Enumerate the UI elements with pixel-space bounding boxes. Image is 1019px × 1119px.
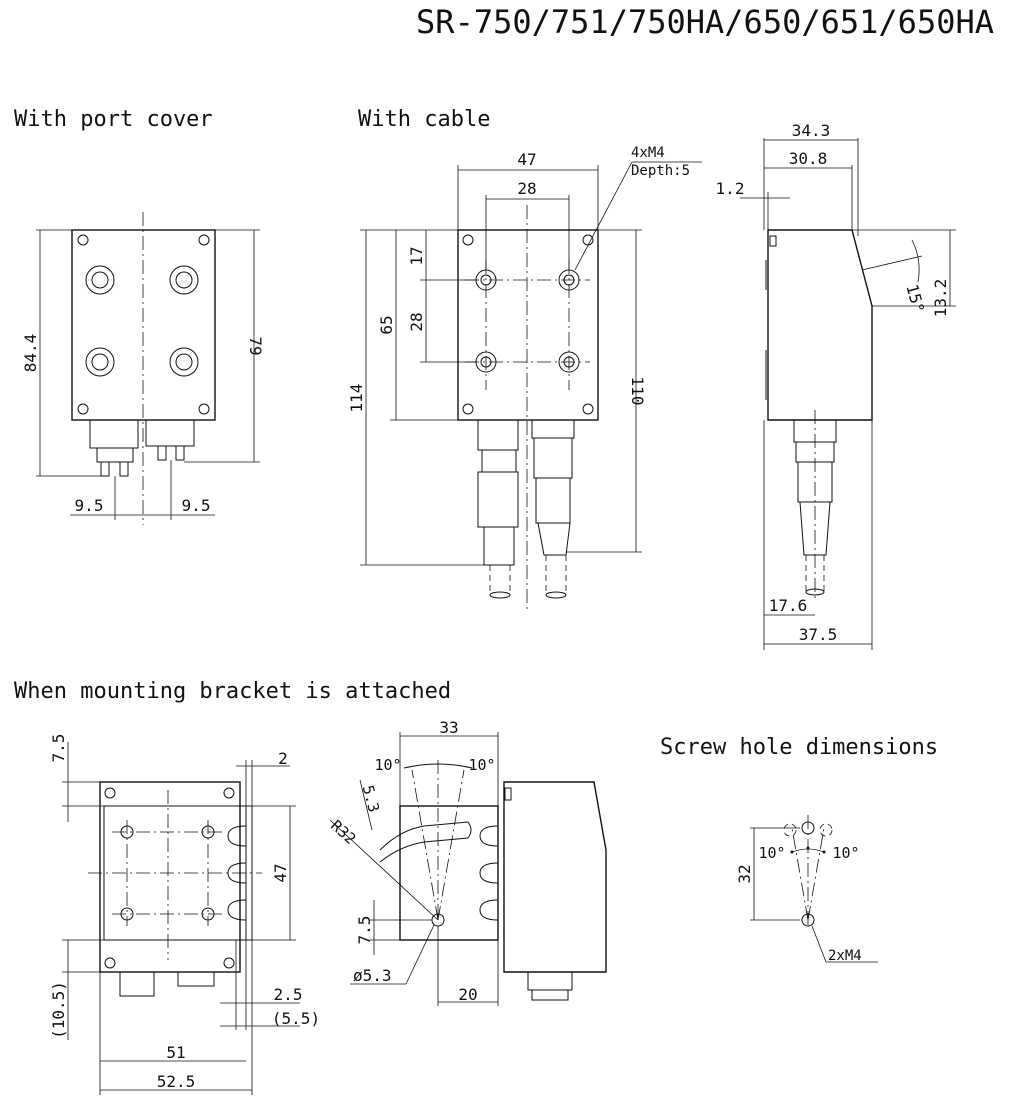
dim-width-outer: 52.5 [157, 1072, 196, 1091]
dim-bottom-width: 37.5 [799, 625, 838, 644]
dim-height: 79 [246, 336, 265, 355]
dim-bottom-offset: (10.5) [49, 981, 68, 1039]
dim-total-left: 114 [347, 384, 366, 413]
dim-slot: 5.3 [359, 783, 383, 814]
screw-hole-view: 32 10° 10° 2xM4 [735, 815, 878, 964]
dim-offset-right: 9.5 [182, 496, 211, 515]
dim-width: 47 [517, 150, 536, 169]
dim-angle-right: 10° [468, 756, 495, 774]
dim-slope-h: 13.2 [931, 279, 950, 318]
dim-angle-left: 10° [374, 756, 401, 774]
dim-gap: 2.5 [274, 985, 303, 1004]
dim-body-height: 65 [377, 315, 396, 334]
cable-view: 47 28 4xM4 Depth:5 17 28 65 114 110 [347, 145, 702, 610]
page-title: SR-750/751/750HA/650/651/650HA [416, 3, 994, 41]
dim-hole-pos: 20 [458, 985, 477, 1004]
dim-lip: 1.2 [716, 179, 745, 198]
bracket-side-view: 33 10° 10° 5.3 R32 7.5 ø5.3 20 [327, 718, 607, 1006]
dim-cable-offset: 17.6 [769, 596, 808, 615]
section-label-bracket: When mounting bracket is attached [14, 679, 451, 704]
dim-height-outer: 84.4 [21, 334, 40, 373]
section-label-screw: Screw hole dimensions [660, 735, 938, 760]
dim-hole-dia: ø5.3 [353, 966, 392, 985]
screw-note: 2xM4 [828, 948, 862, 964]
screw-note-2: Depth:5 [631, 163, 690, 179]
dim-screw-height: 32 [735, 864, 754, 883]
section-label-port-cover: With port cover [14, 107, 213, 132]
dim-total-right: 110 [628, 377, 647, 406]
dim-angle: 15° [902, 282, 928, 315]
dim-offset-left: 9.5 [75, 496, 104, 515]
port-cover-view: 84.4 79 9.5 9.5 [21, 212, 265, 525]
bracket-front-view: 7.5 2 47 (10.5) 2.5 (5.5) 51 52.5 [49, 734, 320, 1095]
section-label-cable: With cable [358, 107, 490, 132]
dim-hole-top: 17 [407, 246, 426, 265]
dim-hole-pitch-x: 28 [517, 179, 536, 198]
dim-top-offset: 7.5 [49, 734, 68, 763]
dim-hole-offset: 7.5 [355, 916, 374, 945]
dim-thickness: 2 [278, 749, 288, 768]
dim-depth: 33 [439, 718, 458, 737]
side-view: 34.3 30.8 1.2 15° 13.2 17.6 37.5 [716, 121, 956, 650]
dim-screw-angle-left: 10° [758, 844, 785, 862]
dim-screw-angle-right: 10° [832, 844, 859, 862]
dim-depth-body: 30.8 [789, 149, 828, 168]
dim-bracket-height: 47 [271, 863, 290, 882]
dim-hole-pitch-y: 28 [407, 312, 426, 331]
dim-gap-ref: (5.5) [272, 1009, 320, 1028]
dim-depth-total: 34.3 [792, 121, 831, 140]
screw-note-1: 4xM4 [631, 145, 665, 161]
dim-width-inner: 51 [166, 1043, 185, 1062]
